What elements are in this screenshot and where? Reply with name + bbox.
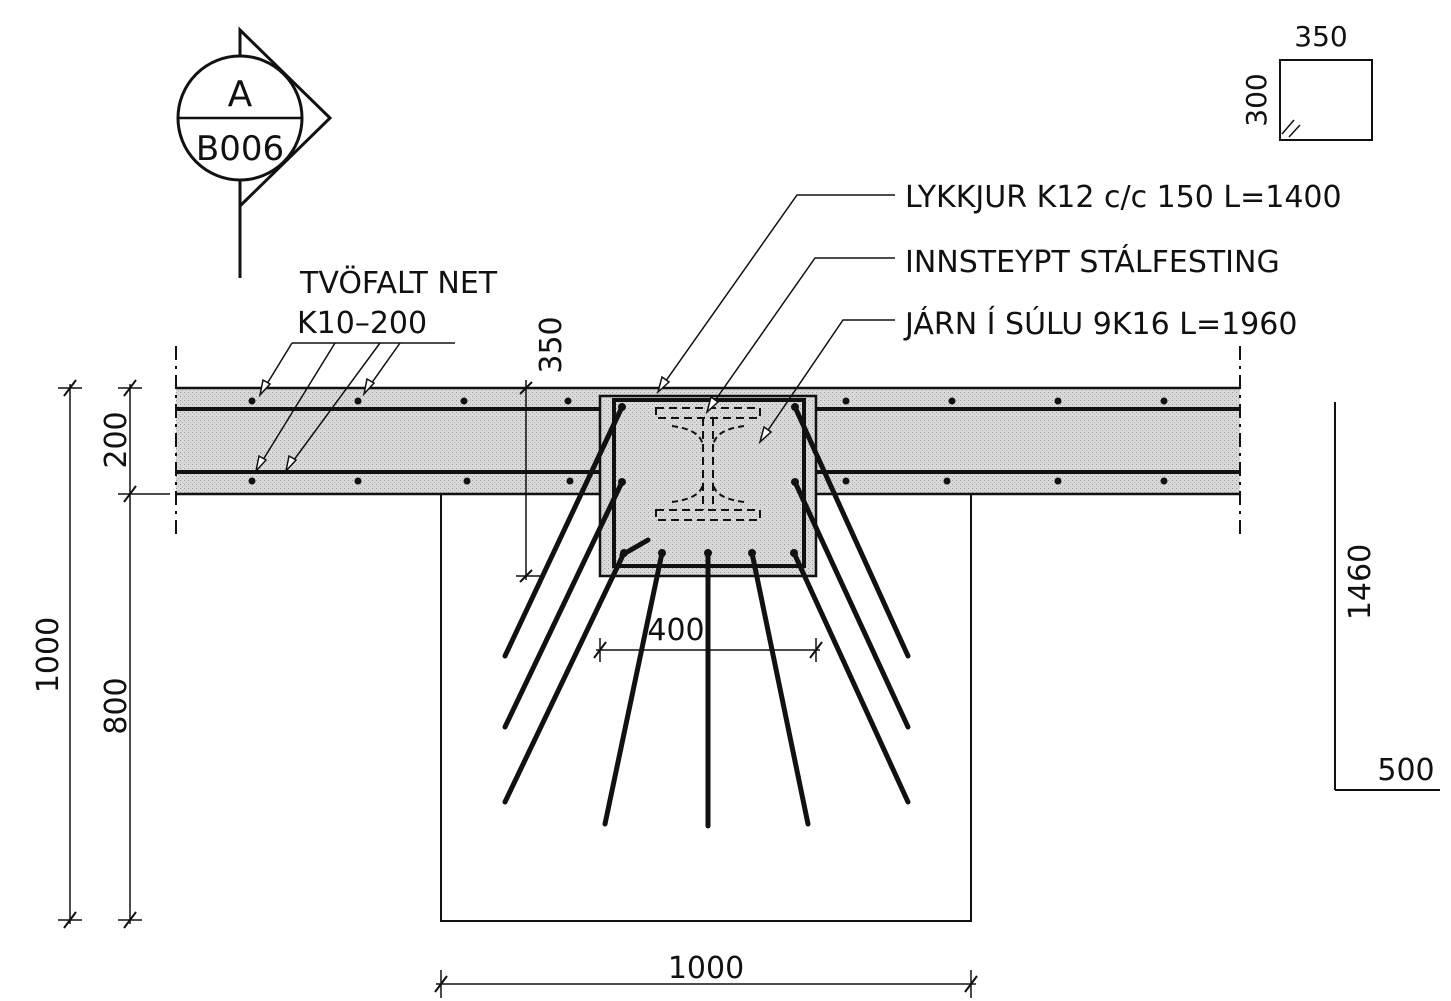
callout-steel-fixing: INNSTEYPT STÁLFESTING <box>905 244 1280 280</box>
steel-fixing <box>655 407 761 521</box>
dim-total-depth-label: 1000 <box>31 617 66 693</box>
column-bars <box>502 404 911 829</box>
column-corner-mark <box>1288 124 1301 138</box>
side-height-label: 1460 <box>1343 544 1378 620</box>
section-letter: A <box>228 74 253 115</box>
column-square <box>1279 59 1373 141</box>
dim-slab-beam <box>118 379 170 929</box>
mesh-dots <box>248 397 1168 485</box>
callout-column-bars: JÁRN Í SÚLU 9K16 L=1960 <box>903 305 1297 342</box>
mesh-label-line1: TVÖFALT NET <box>299 265 498 301</box>
mesh-label-line2: K10–200 <box>297 306 427 341</box>
column-size-symbol: 350 300 <box>1240 20 1373 141</box>
column-width-label: 350 <box>1294 20 1347 53</box>
dim-total-depth <box>58 379 82 929</box>
dim-pocket-width <box>593 638 823 662</box>
dim-slab-thickness-label: 200 <box>99 411 134 468</box>
side-width-label: 500 <box>1377 753 1434 788</box>
bar-shape <box>1334 402 1440 791</box>
dim-beam-width <box>434 970 978 998</box>
section-marker: A B006 <box>176 26 333 278</box>
dim-pocket-width-label: 400 <box>647 613 704 648</box>
dim-beam-width-label: 1000 <box>668 951 744 986</box>
dim-pocket-depth-label: 350 <box>534 316 569 373</box>
column-depth-label: 300 <box>1240 73 1273 126</box>
dim-pocket-depth <box>516 380 540 583</box>
section-sheet: B006 <box>196 129 284 169</box>
dim-beam-below-label: 800 <box>99 677 134 734</box>
callout-loops: LYKKJUR K12 c/c 150 L=1400 <box>905 180 1342 215</box>
column-corner-mark <box>1281 119 1295 135</box>
leaders <box>254 194 895 474</box>
